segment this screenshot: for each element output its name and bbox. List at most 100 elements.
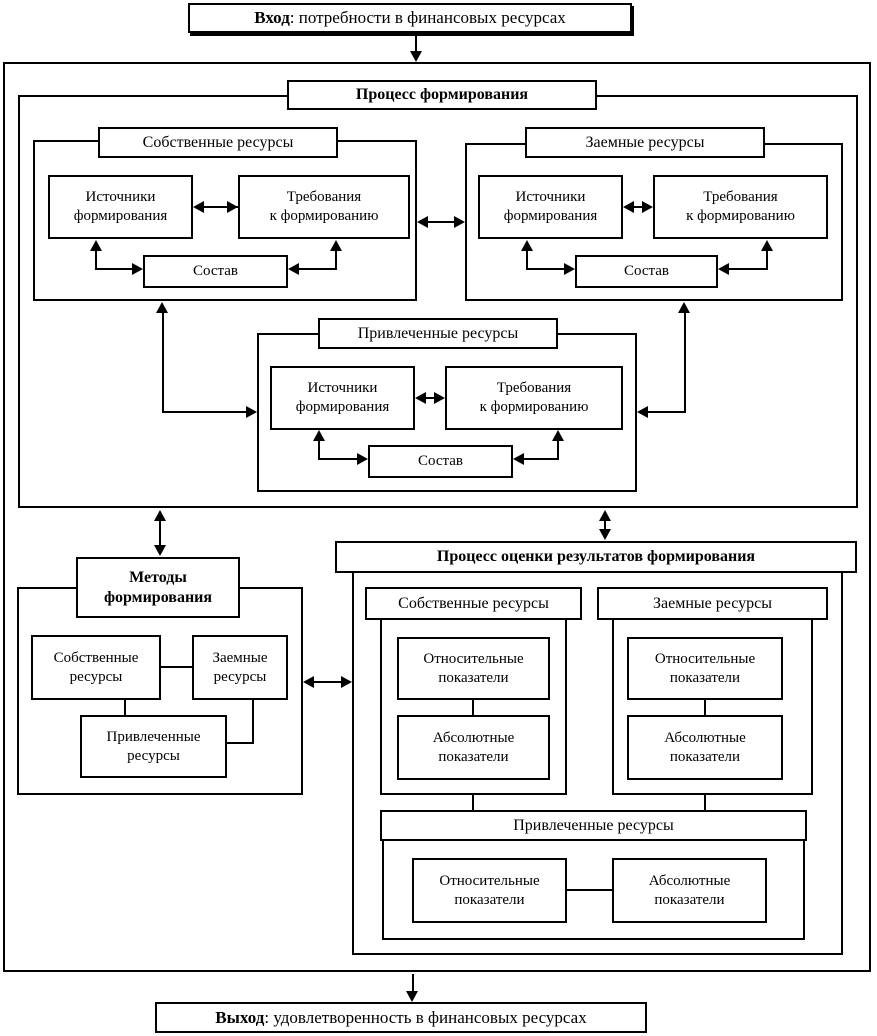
borrowed-sources-box: Источники формирования xyxy=(478,175,623,239)
attracted-right-elbow-head-up-icon xyxy=(552,430,564,441)
own-right-elbow-head-up-icon xyxy=(330,240,342,251)
own-resources-header: Собственные ресурсы xyxy=(98,127,338,158)
own-borrowed-arrow-line xyxy=(422,221,460,223)
borrowed-right-elbow-vline xyxy=(766,245,768,270)
input-label-rest: : потребности в финансовых ресурсах xyxy=(289,8,566,28)
evaluation-attracted-relative-box: Относительные показатели xyxy=(412,858,567,923)
formation-evaluation-head-down-icon xyxy=(599,529,611,540)
evaluation-own-header: Собственные ресурсы xyxy=(365,587,582,620)
formation-methods-head-up-icon xyxy=(154,510,166,521)
output-label-rest: : удовлетворенность в финансовых ресурса… xyxy=(264,1007,587,1027)
formation-evaluation-head-up-icon xyxy=(599,510,611,521)
evaluation-borrowed-attracted-line xyxy=(704,795,706,810)
attracted-composition-box: Состав xyxy=(368,445,513,478)
own-attracted-vline xyxy=(162,307,164,413)
borrowed-resources-header: Заемные ресурсы xyxy=(525,127,765,158)
methods-borrowed-box: Заемные ресурсы xyxy=(192,635,288,700)
own-attracted-hline xyxy=(162,411,248,413)
own-left-elbow-head-up-icon xyxy=(90,240,102,251)
methods-evaluation-arrow-line xyxy=(308,681,346,683)
input-box: Вход: потребности в финансовых ресурсах xyxy=(188,3,632,33)
own-arrow-head-left-icon xyxy=(193,201,204,213)
borrowed-right-elbow-head-left-icon xyxy=(718,263,729,275)
own-composition-box: Состав xyxy=(143,255,288,288)
system-frame xyxy=(3,62,871,972)
own-right-elbow-head-left-icon xyxy=(288,263,299,275)
evaluation-attracted-absolute-box: Абсолютные показатели xyxy=(612,858,767,923)
evaluation-borrowed-header-label: Заемные ресурсы xyxy=(653,594,772,612)
attracted-resources-header: Привлеченные ресурсы xyxy=(318,318,558,349)
methods-borrowed-attracted-vline xyxy=(252,700,254,744)
methods-evaluation-head-right-icon xyxy=(341,676,352,688)
evaluation-attracted-rel-abs-line xyxy=(567,889,612,891)
methods-evaluation-head-left-icon xyxy=(303,676,314,688)
evaluation-title: Процесс оценки результатов формирования xyxy=(335,541,857,573)
methods-attracted-box: Привлеченные ресурсы xyxy=(80,715,227,778)
own-borrowed-head-left-icon xyxy=(417,216,428,228)
evaluation-own-header-label: Собственные ресурсы xyxy=(398,594,549,612)
evaluation-borrowed-absolute-box: Абсолютные показатели xyxy=(627,715,783,780)
own-sources-box: Источники формирования xyxy=(48,175,193,239)
borrowed-requirements-box: Требования к формированию xyxy=(653,175,828,239)
own-resources-header-label: Собственные ресурсы xyxy=(142,133,294,151)
attracted-requirements-box: Требования к формированию xyxy=(445,366,623,430)
attracted-left-elbow-hline xyxy=(318,458,358,460)
methods-own-box: Собственные ресурсы xyxy=(31,635,161,700)
methods-own-attracted-line xyxy=(124,700,126,715)
own-arrow-head-right-icon xyxy=(227,201,238,213)
evaluation-borrowed-rel-abs-line xyxy=(704,700,706,715)
borrowed-attracted-hline xyxy=(648,411,686,413)
evaluation-own-attracted-line xyxy=(472,795,474,810)
borrowed-composition-box: Состав xyxy=(575,255,718,288)
evaluation-attracted-header-label: Привлеченные ресурсы xyxy=(513,816,674,834)
input-arrow-head-down-icon xyxy=(410,51,422,62)
own-sources-requirements-arrow-line xyxy=(198,206,238,208)
borrowed-attracted-head-left-icon xyxy=(637,406,648,418)
formation-title-label: Процесс формирования xyxy=(355,86,529,103)
methods-title: Методы формирования xyxy=(76,557,240,618)
own-requirements-box: Требования к формированию xyxy=(238,175,410,239)
own-left-elbow-head-right-icon xyxy=(132,263,143,275)
attracted-right-elbow-hline xyxy=(522,458,559,460)
methods-borrowed-attracted-hline xyxy=(227,742,254,744)
evaluation-title-label: Процесс оценки результатов формирования xyxy=(436,548,756,565)
borrowed-arrow-head-right-icon xyxy=(642,201,653,213)
attracted-left-elbow-vline xyxy=(318,435,320,460)
output-arrow-line xyxy=(412,974,414,994)
own-attracted-head-right-icon xyxy=(246,406,257,418)
own-left-elbow-vline xyxy=(95,245,97,270)
output-arrow-head-down-icon xyxy=(406,991,418,1002)
attracted-left-elbow-head-up-icon xyxy=(313,430,325,441)
formation-evaluation-arrow-line xyxy=(604,518,606,532)
output-box: Выход: удовлетворенность в финансовых ре… xyxy=(155,1002,647,1033)
output-label-bold: Выход xyxy=(215,1007,265,1027)
borrowed-attracted-head-up-icon xyxy=(678,302,690,313)
formation-methods-arrow-line xyxy=(159,518,161,548)
evaluation-own-relative-box: Относительные показатели xyxy=(397,637,550,700)
evaluation-borrowed-header: Заемные ресурсы xyxy=(597,587,828,620)
evaluation-own-rel-abs-line xyxy=(472,700,474,715)
input-arrow-line xyxy=(415,33,417,55)
attracted-sources-requirements-arrow-line xyxy=(420,397,440,399)
attracted-right-elbow-vline xyxy=(557,435,559,460)
borrowed-arrow-head-left-icon xyxy=(623,201,634,213)
borrowed-right-elbow-hline xyxy=(728,268,768,270)
evaluation-borrowed-relative-box: Относительные показатели xyxy=(627,637,783,700)
own-borrowed-head-right-icon xyxy=(454,216,465,228)
borrowed-left-elbow-head-right-icon xyxy=(564,263,575,275)
evaluation-own-absolute-box: Абсолютные показатели xyxy=(397,715,550,780)
borrowed-sources-requirements-arrow-line xyxy=(628,206,648,208)
borrowed-right-elbow-head-up-icon xyxy=(761,240,773,251)
borrowed-resources-header-label: Заемные ресурсы xyxy=(585,133,705,151)
attracted-sources-box: Источники формирования xyxy=(270,366,415,430)
evaluation-attracted-header: Привлеченные ресурсы xyxy=(380,810,807,841)
formation-methods-head-down-icon xyxy=(154,545,166,556)
own-attracted-head-up-icon xyxy=(156,302,168,313)
attracted-left-elbow-head-right-icon xyxy=(357,453,368,465)
own-right-elbow-vline xyxy=(335,245,337,270)
attracted-resources-header-label: Привлеченные ресурсы xyxy=(357,324,519,342)
methods-own-borrowed-line xyxy=(161,666,192,668)
input-label-bold: Вход xyxy=(254,8,290,28)
borrowed-attracted-vline xyxy=(684,307,686,413)
formation-title: Процесс формирования xyxy=(287,80,597,110)
